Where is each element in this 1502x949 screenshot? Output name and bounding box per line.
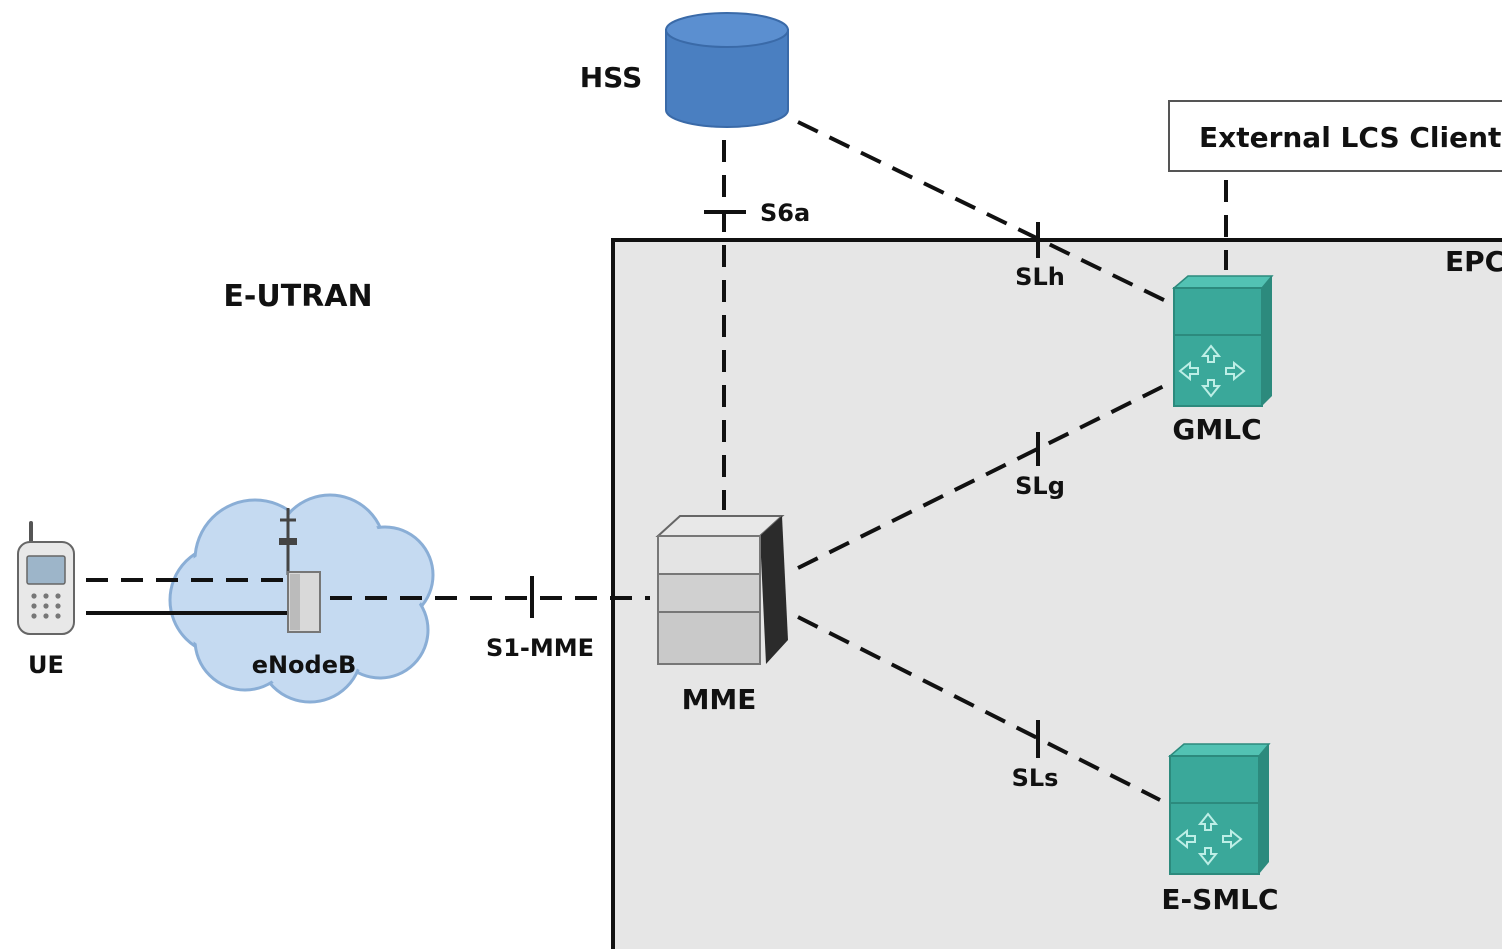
eutran-label: E-UTRAN (223, 279, 372, 314)
s6a-label: S6a (760, 199, 810, 227)
epc-label: EPC (1445, 245, 1502, 278)
interface-ticks (530, 210, 1040, 758)
sls-label: SLs (1012, 764, 1059, 792)
slh-label: SLh (1015, 263, 1065, 291)
external-lcs-client-label: External LCS Client (1199, 121, 1501, 154)
cloud-icon (168, 493, 435, 704)
mme-label: MME (682, 683, 757, 716)
mobile-phone-icon (17, 521, 75, 635)
base-station-icon (279, 508, 321, 633)
external-lcs-client-box (1168, 100, 1502, 172)
enodeb-label: eNodeB (252, 651, 357, 679)
epc-region (611, 238, 1502, 949)
s1-mme-label: S1-MME (486, 634, 594, 662)
server-tower-icon (655, 515, 788, 665)
ue-label: UE (28, 651, 64, 679)
hss-label: HSS (580, 61, 643, 94)
esmlc-label: E-SMLC (1161, 883, 1278, 916)
router-server-icon (1171, 275, 1274, 407)
gmlc-label: GMLC (1172, 413, 1261, 446)
database-cylinder-icon (665, 12, 789, 128)
slg-label: SLg (1015, 472, 1065, 500)
router-server-icon (1167, 743, 1271, 875)
